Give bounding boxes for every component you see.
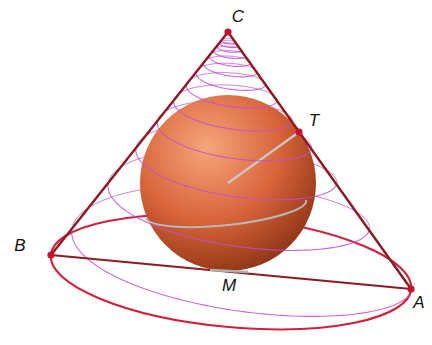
point-dot [407, 285, 414, 292]
cone-generator [51, 32, 228, 255]
point-dot [224, 28, 231, 35]
point-label: C [230, 8, 246, 26]
point-label: M [220, 277, 238, 295]
spiral-curve [72, 40, 410, 316]
point-label: T [307, 112, 321, 130]
point-label: B [12, 237, 27, 255]
point-label: A [411, 294, 426, 312]
tangency-circle [146, 200, 306, 227]
spiral-front [72, 40, 410, 316]
sphere-radius [228, 132, 299, 183]
cone-generator [228, 32, 411, 289]
tangent-point-mark [210, 270, 248, 272]
point-dot [47, 251, 54, 258]
point-dot [295, 128, 302, 135]
